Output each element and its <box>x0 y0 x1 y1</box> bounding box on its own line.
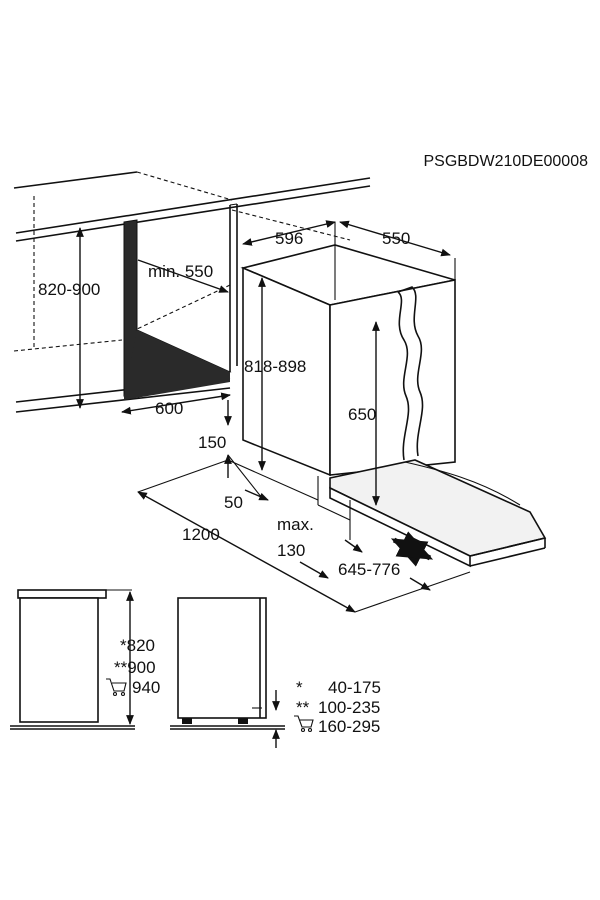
dim-arrow-min-depth <box>137 259 229 293</box>
dim-height: 818-898 <box>244 357 306 376</box>
dim-width: 596 <box>275 229 303 248</box>
range1-mark: * <box>296 678 303 697</box>
side-view-right <box>170 597 285 748</box>
range3-value: 160-295 <box>318 717 380 736</box>
side-panel <box>134 203 238 372</box>
side-view-left <box>10 589 135 730</box>
dim-h3: 940 <box>132 678 160 697</box>
dim-max-value: 130 <box>277 541 305 560</box>
niche-floor <box>124 330 230 400</box>
slide-arrow-icon <box>390 531 434 567</box>
range2-value: 100-235 <box>318 698 380 717</box>
product-code: PSGBDW210DE00008 <box>423 153 588 170</box>
dim-arrow-depth <box>339 220 451 257</box>
dim-50: 50 <box>224 493 243 512</box>
dim-150: 150 <box>198 433 226 452</box>
cart-icon <box>106 678 127 697</box>
dim-h1: *820 <box>120 636 155 655</box>
open-door <box>329 459 547 568</box>
dim-arrow-door-open-end <box>409 577 431 591</box>
dim-niche-width: 600 <box>155 399 183 418</box>
cart-icon-range <box>294 715 314 733</box>
dim-door-open: 645-776 <box>338 560 400 579</box>
dim-arrow-door-open <box>344 539 363 553</box>
door-edge <box>397 291 410 461</box>
dim-arrow-niche-width <box>121 392 231 415</box>
dim-arrow-1200 <box>137 491 356 613</box>
dim-1200: 1200 <box>182 525 220 544</box>
dim-arrow-max <box>299 561 329 579</box>
dim-door-height: 650 <box>348 405 376 424</box>
dim-arrow-width <box>242 220 336 246</box>
range1-value: 40-175 <box>328 678 381 697</box>
dim-max-label: max. <box>277 515 314 534</box>
range2-mark: ** <box>296 698 310 717</box>
dim-niche-height: 820-900 <box>38 280 100 299</box>
dim-depth: 550 <box>382 229 410 248</box>
dim-min-depth: min. 550 <box>148 262 213 281</box>
dim-h2: **900 <box>114 658 156 677</box>
